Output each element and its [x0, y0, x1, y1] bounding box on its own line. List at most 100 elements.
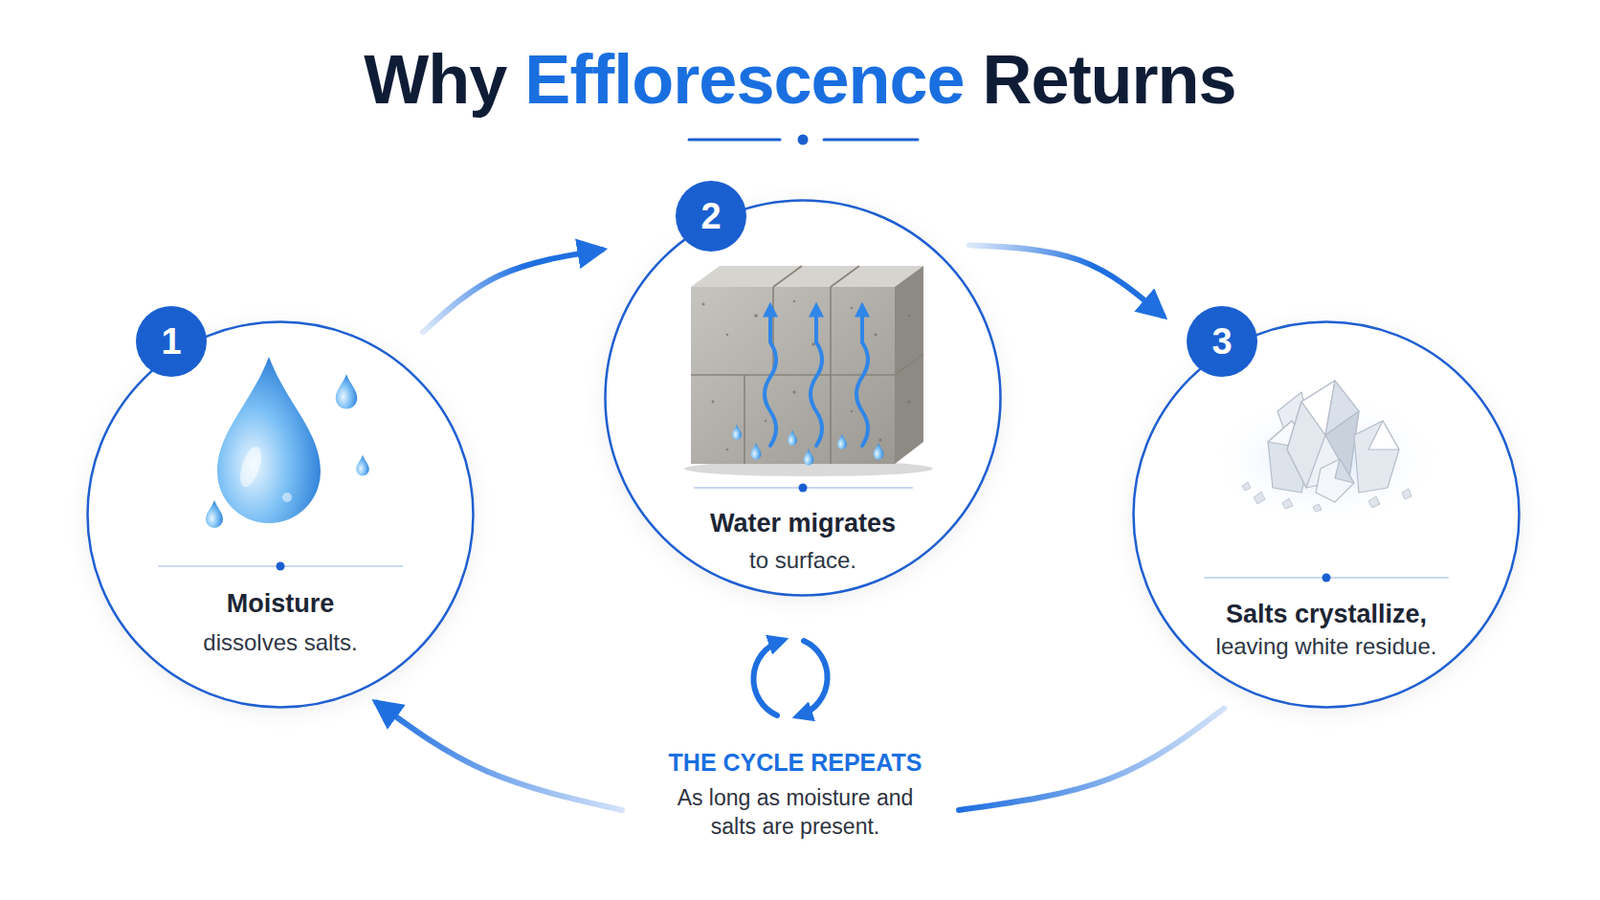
concrete-block-illustration	[829, 287, 832, 376]
salt-crystals-illustration	[1242, 482, 1412, 512]
concrete-block-illustration	[829, 375, 832, 465]
title-underline	[688, 138, 780, 142]
step-description: leaving white residue.	[1132, 632, 1521, 662]
step-number: 2	[675, 180, 747, 252]
separator	[157, 565, 403, 568]
title-underline	[823, 138, 918, 142]
concrete-block-illustration	[837, 434, 847, 450]
separator	[693, 487, 913, 489]
separator	[1203, 574, 1449, 583]
concrete-block-illustration	[764, 308, 868, 446]
step-circle: 1Moisturedissolves salts.	[86, 320, 475, 710]
concrete-block-illustration	[701, 300, 911, 452]
salt-crystals-illustration	[1211, 392, 1442, 527]
title-word: Why	[363, 41, 507, 118]
water-drop-illustration	[236, 444, 267, 489]
salt-crystals-illustration	[1211, 380, 1442, 527]
step-heading: Salts crystallize,	[1132, 599, 1521, 630]
salt-crystals-illustration	[1253, 491, 1266, 505]
salt-crystals-illustration	[1325, 411, 1359, 479]
salt-crystals-illustration	[1277, 392, 1310, 439]
concrete-block-illustration	[726, 448, 730, 452]
concrete-block-illustration	[743, 375, 746, 465]
cycle-icon	[753, 641, 827, 716]
cycle-icon	[753, 641, 781, 716]
concrete-block-illustration	[856, 308, 868, 446]
salt-crystals-illustration	[1315, 459, 1355, 503]
concrete-block-illustration	[690, 374, 895, 377]
salt-crystals-illustration	[1282, 498, 1293, 510]
title-underline	[688, 134, 918, 146]
cycle-arrow	[422, 249, 602, 333]
concrete-block-illustration	[690, 266, 924, 465]
salt-crystals-illustration	[1368, 421, 1400, 450]
concrete-block-illustration	[732, 424, 742, 441]
title-underline	[798, 134, 809, 146]
salt-crystals-illustration	[1325, 380, 1359, 436]
salt-crystals-illustration	[1368, 496, 1380, 509]
concrete-block-illustration	[908, 400, 912, 404]
separator	[1322, 574, 1332, 583]
diagram-title: Why Efflorescence Returns	[0, 36, 1600, 123]
concrete-block-illustration	[690, 287, 895, 465]
concrete-block-illustration	[711, 400, 715, 404]
step-heading: Water migrates	[603, 508, 1002, 539]
cycle-arrow	[969, 244, 1164, 316]
title-word: Returns	[982, 41, 1237, 118]
concrete-block-illustration	[873, 333, 877, 336]
concrete-block-illustration	[811, 342, 815, 346]
salt-crystals-illustration	[1354, 421, 1400, 493]
water-drop-illustration	[282, 492, 292, 503]
title-word	[964, 41, 983, 118]
concrete-block-illustration	[772, 287, 775, 376]
salt-crystals-illustration	[1312, 504, 1322, 512]
step-description: to surface.	[603, 546, 1002, 576]
cycle-heading: THE CYCLE REPEATS	[603, 748, 987, 778]
concrete-block-illustration	[787, 430, 798, 446]
concrete-block-illustration	[830, 266, 860, 288]
step-heading: Moisture	[86, 588, 475, 620]
concrete-block-illustration	[690, 266, 924, 288]
concrete-block-illustration	[894, 354, 924, 376]
step-circle: 3Salts crystallize,leaving white residue…	[1132, 320, 1521, 710]
concrete-block-illustration	[810, 308, 823, 446]
water-drop-illustration	[205, 500, 223, 529]
concrete-block-illustration	[754, 313, 758, 318]
separator	[693, 484, 913, 493]
cycle-note: As long as moisture and salts are presen…	[651, 783, 939, 842]
water-drop-illustration	[217, 356, 321, 524]
concrete-block-illustration	[684, 266, 934, 477]
cycle-icon	[800, 641, 828, 716]
separator	[1203, 577, 1449, 579]
concrete-block-illustration	[764, 420, 767, 423]
salt-crystals-illustration	[1242, 482, 1251, 491]
title-word	[506, 41, 525, 118]
concrete-block-illustration	[894, 266, 924, 465]
concrete-block-illustration	[726, 333, 729, 336]
concrete-block-illustration	[764, 308, 777, 446]
concrete-block-illustration	[751, 443, 762, 460]
concrete-block-illustration	[850, 307, 853, 310]
water-drop-illustration	[355, 455, 370, 477]
separator	[157, 562, 403, 572]
concrete-block-illustration	[684, 461, 934, 477]
concrete-block-illustration	[908, 314, 912, 318]
step-number: 3	[1186, 306, 1258, 378]
separator	[276, 562, 286, 572]
concrete-block-illustration	[793, 300, 797, 304]
salt-crystals-illustration	[1267, 421, 1312, 450]
concrete-block-illustration	[773, 266, 802, 288]
salt-crystals-illustration	[1301, 380, 1335, 436]
concrete-block-illustration	[878, 438, 882, 442]
concrete-block-illustration	[792, 390, 796, 394]
salt-crystals-illustration	[1267, 380, 1400, 503]
title-word: Efflorescence	[524, 41, 964, 118]
salt-crystals-illustration	[1287, 401, 1326, 489]
water-drop-illustration	[335, 374, 358, 409]
salt-crystals-illustration	[1401, 488, 1412, 500]
salt-crystals-illustration	[1267, 421, 1312, 493]
salt-crystals-illustration	[1334, 459, 1355, 484]
step-description: dissolves salts.	[86, 628, 475, 658]
